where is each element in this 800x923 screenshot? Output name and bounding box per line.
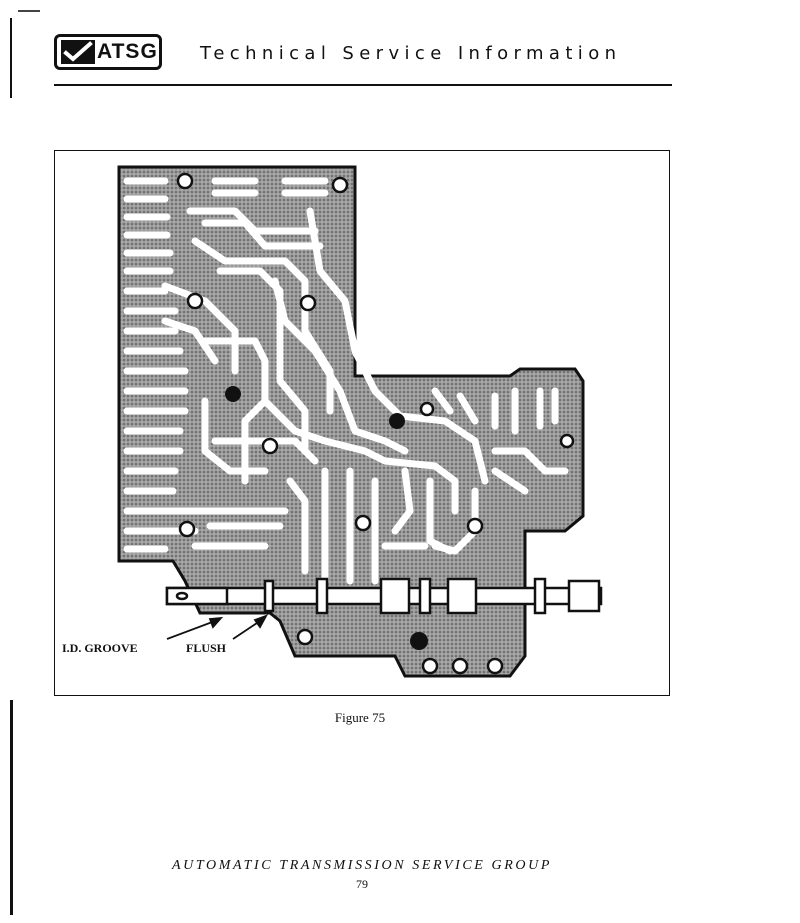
- figure-caption: Figure 75: [334, 710, 386, 725]
- checkmark-logo-icon: [61, 40, 95, 64]
- callout-arrows: [166, 614, 268, 640]
- ports: [176, 172, 575, 675]
- logo-text: ATSG: [97, 40, 158, 63]
- atsg-logo: ATSG: [54, 34, 162, 70]
- valve-spool: [165, 577, 603, 615]
- page-number: 79: [356, 877, 368, 891]
- footer-organization: AUTOMATIC TRANSMISSION SERVICE GROUP: [172, 858, 552, 873]
- valve-body-illustration: [117, 165, 603, 678]
- scan-edge-bottom: [10, 700, 13, 915]
- callout-id-groove: I.D. GROOVE: [62, 641, 138, 655]
- figure-frame: [54, 150, 670, 696]
- header-title: Technical Service Information: [200, 43, 622, 64]
- scan-edge-top: [10, 18, 12, 98]
- scan-mark: [18, 10, 40, 12]
- callout-flush: FLUSH: [186, 641, 227, 655]
- fluid-passages: [123, 177, 569, 585]
- check-balls: [225, 386, 428, 650]
- header-rule: [54, 84, 672, 86]
